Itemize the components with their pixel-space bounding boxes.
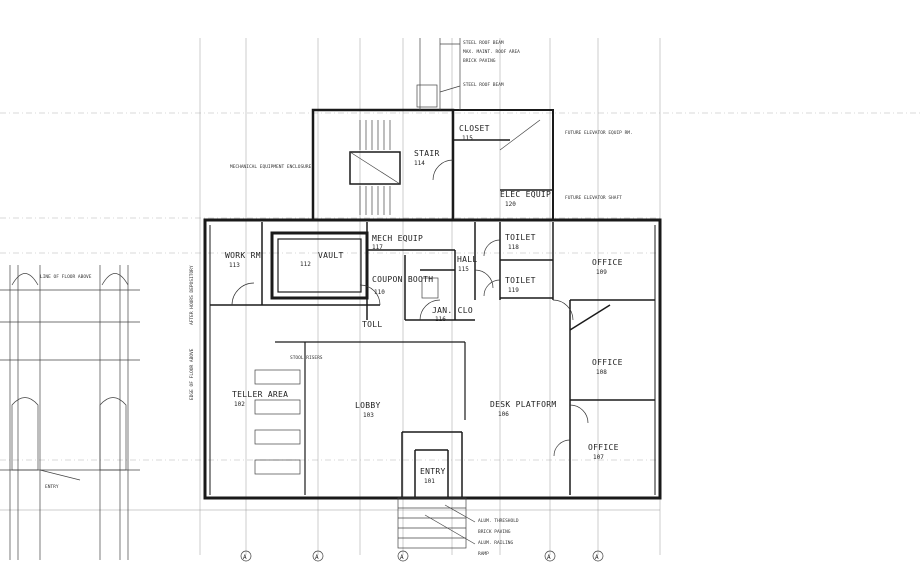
room-office-a: OFFICE xyxy=(592,258,623,267)
room-hall-number: 115 xyxy=(458,266,469,273)
room-office-a-number: 109 xyxy=(596,269,607,276)
note-alum-threshold: ALUM. THRESHOLD xyxy=(478,518,519,524)
grid-lines xyxy=(0,38,920,555)
room-stair-number: 114 xyxy=(414,160,425,167)
room-coupon-booth: COUPON BOOTH xyxy=(372,275,433,284)
note-steel-roof-beam-2: STEEL ROOF BEAM xyxy=(463,82,504,88)
note-max-maint-roof: MAX. MAINT. ROOF AREA xyxy=(463,49,520,55)
entry-steps xyxy=(397,497,467,549)
room-mech-equip: MECH EQUIP xyxy=(372,234,423,243)
room-closet-number: 115 xyxy=(462,135,473,142)
room-elec-equip: ELEC EQUIP xyxy=(500,190,551,199)
door-swings xyxy=(231,159,589,457)
room-jan-clo: JAN. CLO xyxy=(432,306,473,315)
room-stair: STAIR xyxy=(414,149,440,158)
grid-marker-4: A xyxy=(547,554,551,561)
room-office-c-number: 107 xyxy=(593,454,604,461)
grid-markers: A A A A A xyxy=(240,550,604,562)
grid-marker-5: A xyxy=(595,554,599,561)
room-vault: VAULT xyxy=(318,251,344,260)
room-entry-number: 101 xyxy=(424,478,435,485)
room-vault-number: 112 xyxy=(300,261,311,268)
note-ramp: RAMP xyxy=(478,551,489,557)
room-toilet-b-number: 119 xyxy=(508,287,519,294)
side-elevation-sketch xyxy=(0,265,140,560)
room-work-rm-number: 113 xyxy=(229,262,240,269)
room-lobby-number: 103 xyxy=(363,412,374,419)
room-lobby: LOBBY xyxy=(355,401,381,410)
grid-marker-3: A xyxy=(400,554,404,561)
room-toilet-b: TOILET xyxy=(505,276,536,285)
room-closet: CLOSET xyxy=(459,124,490,133)
room-entry: ENTRY xyxy=(420,467,446,476)
room-jan-clo-number: 116 xyxy=(435,316,446,323)
room-toilet-a-number: 118 xyxy=(508,244,519,251)
note-future-elev-equip: FUTURE ELEVATOR EQUIP RM. xyxy=(565,130,633,136)
room-desk-platform: DESK PLATFORM xyxy=(490,400,557,409)
note-future-elev-shaft: FUTURE ELEVATOR SHAFT xyxy=(565,195,622,201)
room-hall: HALL xyxy=(457,255,477,264)
note-steel-roof-beam: STEEL ROOF BEAM xyxy=(463,40,504,46)
grid-marker-1: A xyxy=(243,554,247,561)
note-brick-paving: BRICK PAVING xyxy=(463,58,496,64)
room-teller-area-number: 102 xyxy=(234,401,245,408)
room-teller-area: TELLER AREA xyxy=(232,390,288,399)
room-coupon-booth-number: 110 xyxy=(374,289,385,296)
room-elec-equip-number: 120 xyxy=(505,201,516,208)
room-toilet-a: TOILET xyxy=(505,233,536,242)
room-labels: STAIR 114 CLOSET 115 ELEC EQUIP 120 MECH… xyxy=(225,124,623,485)
room-mech-equip-number: 117 xyxy=(372,244,383,251)
note-mech-enclosure: MECHANICAL EQUIPMENT ENCLOSURE xyxy=(230,164,312,170)
note-line-floor-above: LINE OF FLOOR ABOVE xyxy=(40,274,92,280)
note-brick-paving-2: BRICK PAVING xyxy=(478,529,511,535)
note-stool-risers: STOOL RISERS xyxy=(290,355,323,361)
main-building-walls xyxy=(203,218,662,500)
room-office-b-number: 108 xyxy=(596,369,607,376)
room-office-c: OFFICE xyxy=(588,443,619,452)
drawing-notes: STEEL ROOF BEAM MAX. MAINT. ROOF AREA BR… xyxy=(40,40,633,557)
note-edge-of-floor: EDGE OF FLOOR ABOVE xyxy=(189,348,195,400)
room-toll: TOLL xyxy=(362,320,382,329)
room-work-rm: WORK RM xyxy=(225,251,261,260)
note-alum-railing: ALUM. RAILING xyxy=(478,540,514,546)
note-after-hours-depository: AFTER HOURS DEPOSITORY xyxy=(189,265,195,325)
room-desk-platform-number: 106 xyxy=(498,411,509,418)
grid-marker-2: A xyxy=(315,554,319,561)
note-entry: ENTRY xyxy=(45,484,59,490)
room-office-b: OFFICE xyxy=(592,358,623,367)
